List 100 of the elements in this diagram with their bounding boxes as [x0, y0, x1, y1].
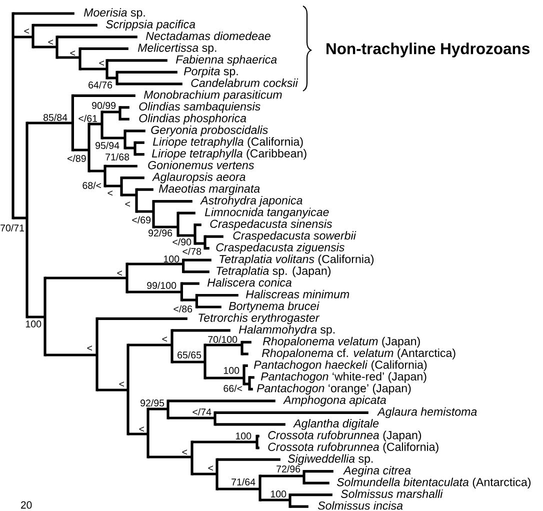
- support-value: 68/<: [82, 182, 102, 189]
- taxon-name: Craspedacusta sowerbii: [233, 231, 356, 242]
- support-value: 64/76: [88, 81, 112, 88]
- taxon-name: Fabienna sphaerica: [176, 55, 277, 66]
- taxon-name: Haliscreas minimum: [246, 290, 350, 298]
- vertical-branch: [56, 36, 58, 59]
- vertical-branch: [240, 340, 244, 356]
- branch-line: [154, 226, 178, 228]
- vertical-branch: [216, 458, 218, 490]
- support-value: <: [182, 450, 188, 455]
- branch-line: [57, 56, 80, 59]
- vertical-branch: [120, 176, 123, 196]
- vertical-branch: [288, 494, 292, 508]
- support-value: 70/100: [208, 336, 238, 343]
- vertical-branch: [100, 110, 104, 140]
- taxon-name: Aglaura hemistoma: [377, 407, 477, 418]
- vertical-branch: [146, 408, 150, 458]
- vertical-branch: [124, 130, 126, 150]
- taxon-name: Amphogona apicata: [283, 396, 386, 406]
- branch-line: [128, 344, 172, 346]
- branch-line: [97, 317, 188, 320]
- support-value: 90/99: [92, 102, 116, 109]
- taxon-name: Rhopalonema velatum (Japan): [262, 336, 420, 348]
- support-value: 99/100: [147, 282, 176, 289]
- support-value: <: [125, 202, 130, 207]
- branch-line: [242, 352, 248, 356]
- support-value: 71/64: [232, 478, 256, 486]
- taxon-name: Pantachogon ‘white-red’ (Japan): [260, 372, 426, 383]
- taxon-name: Gonionemus vertens: [148, 160, 254, 170]
- branch-line: [135, 141, 144, 144]
- taxon-name: Limnocnida tanganyicae: [204, 208, 329, 218]
- vertical-branch: [134, 141, 136, 156]
- support-value: 100: [224, 367, 240, 374]
- taxon-name: Geryonia proboscidalis: [151, 126, 268, 136]
- support-value: </61: [78, 114, 98, 122]
- support-value: <: [119, 382, 124, 387]
- branch-line: [183, 270, 210, 274]
- vertical-branch: [214, 411, 216, 426]
- vertical-branch: [190, 440, 194, 476]
- vertical-branch: [135, 188, 138, 213]
- taxon-name: Monobrachium parasiticum: [144, 90, 282, 102]
- taxon-name: Melicertissa sp.: [138, 43, 216, 54]
- support-value: </74: [192, 408, 212, 416]
- support-value: <: [208, 466, 214, 471]
- branch-line: [148, 456, 192, 458]
- branch-line: [215, 423, 286, 426]
- branch-line: [217, 458, 280, 461]
- support-value: 100: [236, 432, 252, 440]
- taxon-name: Solmundella bitentaculata (Antarctica): [336, 478, 531, 488]
- branch-line: [45, 354, 97, 356]
- support-value: 100: [270, 490, 286, 498]
- taxon-name: Aglauropsis aeora: [152, 172, 246, 184]
- branch-line: [196, 294, 238, 297]
- branch-line: [244, 382, 250, 386]
- branch-line: [120, 118, 130, 120]
- taxon-name: Rhopalonema cf. velatum (Antarctica): [262, 348, 456, 360]
- taxon-name: Sigiweddellia sp.: [288, 454, 373, 466]
- branch-line: [168, 400, 276, 402]
- number-label: 20: [21, 501, 32, 509]
- vertical-branch: [118, 106, 122, 120]
- branch-line: [196, 306, 222, 308]
- branch-line: [178, 212, 196, 214]
- taxon-name: Craspedacusta sinensis: [210, 219, 332, 230]
- branch-line: [154, 200, 192, 203]
- vertical-branch: [180, 282, 183, 302]
- taxon-name: Halammohydra sp.: [238, 325, 335, 336]
- support-value: <: [108, 190, 113, 196]
- support-value: <: [99, 60, 104, 66]
- taxon-name: Astrohydra japonica: [200, 196, 302, 207]
- branch-line: [122, 176, 144, 180]
- support-value: <: [139, 426, 144, 432]
- branch-line: [168, 416, 215, 420]
- support-value: </78: [182, 248, 202, 255]
- taxon-name: Liriope tetraphylla (California): [152, 137, 303, 148]
- branch-line: [105, 164, 138, 168]
- support-value: </86: [174, 305, 192, 312]
- branch-line: [27, 122, 73, 124]
- taxon-name: Solmissus incisa: [318, 501, 403, 510]
- branch-line: [125, 146, 135, 150]
- vertical-branch: [26, 122, 28, 318]
- taxon-name: Tetrorchis erythrogaster: [198, 313, 320, 324]
- vertical-branch: [78, 47, 82, 70]
- branch-line: [205, 376, 244, 380]
- taxon-name: Scrippsia pacifica: [106, 20, 196, 31]
- support-value: <: [70, 50, 76, 56]
- support-value: 85/84: [44, 114, 68, 121]
- branch-line: [182, 282, 200, 285]
- branch-line: [102, 110, 120, 114]
- taxon-name: Porpita sp.: [184, 66, 238, 78]
- branch-line: [250, 388, 253, 390]
- branch-line: [33, 24, 98, 27]
- branch-line: [89, 122, 102, 126]
- branch-line: [257, 434, 260, 438]
- vertical-branch: [170, 329, 174, 364]
- support-value: 65/65: [178, 351, 202, 358]
- taxon-name: Solmissus marshalli: [340, 489, 443, 498]
- branch-line: [13, 216, 27, 220]
- branch-line: [33, 46, 57, 48]
- vertical-branch: [104, 164, 106, 188]
- vertical-branch: [176, 212, 180, 237]
